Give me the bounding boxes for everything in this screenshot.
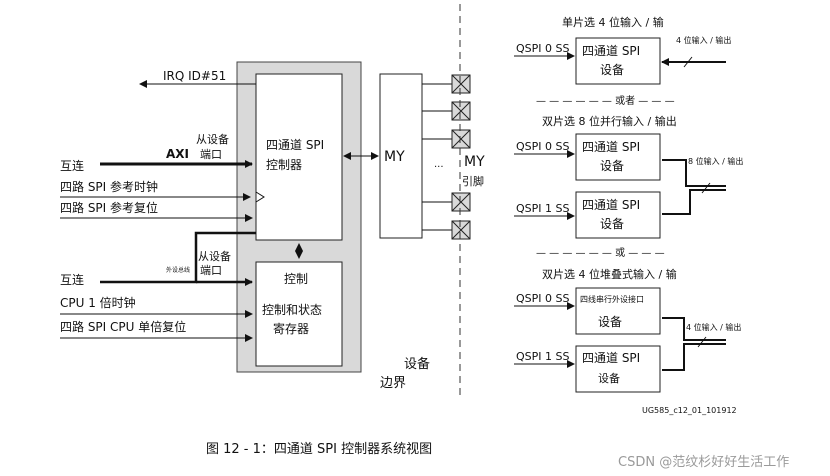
clock-input-triangle xyxy=(255,191,265,203)
figure-id: UG585_c12_01_101912 xyxy=(642,406,737,415)
sec3-bus-upper xyxy=(662,317,726,341)
pin-box-3 xyxy=(451,129,471,149)
spi-controller-label-line1: 四通道 SPI xyxy=(266,138,324,152)
sec3-device2-line2: 设备 xyxy=(598,371,620,385)
pin-box-1 xyxy=(451,74,471,94)
sec3-title: 双片选 4 位堆叠式输入 / 输 xyxy=(542,267,677,281)
sec3-device2-line1: 四通道 SPI xyxy=(582,351,640,365)
control-register-box xyxy=(255,261,343,367)
sec2-device1-line1: 四通道 SPI xyxy=(582,140,640,154)
sec3-device2-box xyxy=(575,345,661,393)
sec1-device-line2: 设备 xyxy=(600,63,624,77)
sec2-bus-label: 8 位输入 / 输出 xyxy=(688,156,743,166)
sec3-bus-slash xyxy=(697,336,707,348)
sec2-device1-box xyxy=(575,133,661,181)
device-boundary-label-line2: 边界 xyxy=(380,376,406,391)
sec1-device-box xyxy=(575,37,661,85)
mio-pin-links xyxy=(422,83,452,231)
irq-label: IRQ ID#51 xyxy=(163,69,226,83)
or-separator-1: — — — — — — 或者 — — — xyxy=(536,95,675,107)
apb-bus-path xyxy=(100,231,256,284)
sec2-ss0-label: QSPI 0 SS xyxy=(516,140,569,153)
mio-pins-label-line2: 引脚 xyxy=(462,174,484,188)
sec2-bus-lower xyxy=(662,189,726,215)
pin-box-5 xyxy=(451,220,471,240)
interconnect-top-label: 互连 xyxy=(60,158,84,173)
sec2-bus-upper xyxy=(662,159,726,187)
cpu-clock-label: CPU 1 倍时钟 xyxy=(60,295,136,310)
sec3-device1-box xyxy=(575,287,661,335)
slave-port2-line2: 端口 xyxy=(200,264,222,277)
sec2-device2-line2: 设备 xyxy=(600,217,624,231)
device-boundary-label-line1: 设备 xyxy=(404,356,430,372)
control-register-label-line1: 控制 xyxy=(284,272,308,286)
or-separator-2: — — — — — — 或 — — — xyxy=(536,247,665,259)
sec1-bus-slash xyxy=(683,56,693,68)
sec3-device1-line1: 四线串行外设接口 xyxy=(580,294,644,304)
sec1-bus-label: 4 位输入 / 输出 xyxy=(676,35,731,45)
sec2-device2-box xyxy=(575,191,661,239)
small-slave-label: 外设总线 xyxy=(166,266,190,274)
mio-ellipsis: ... xyxy=(434,159,444,170)
spi-controller-label-line2: 控制器 xyxy=(266,158,302,172)
sec3-ss1-label: QSPI 1 SS xyxy=(516,350,569,363)
sec3-bus-label: 4 位输入 / 输出 xyxy=(686,322,741,332)
sec1-device-line1: 四通道 SPI xyxy=(582,44,640,58)
slave-port2-line1: 从设备 xyxy=(198,249,231,263)
mio-box xyxy=(379,73,423,239)
sec1-ss0-label: QSPI 0 SS xyxy=(516,42,569,55)
control-register-label-line2: 控制和状态 xyxy=(262,303,322,317)
sec3-ss0-label: QSPI 0 SS xyxy=(516,292,569,305)
sec3-bus-lower xyxy=(662,343,726,371)
sec2-title: 双片选 8 位并行输入 / 输出 xyxy=(542,114,677,128)
figure-caption: 图 12 - 1：四通道 SPI 控制器系统视图 xyxy=(206,442,432,457)
watermark: CSDN @范纹杉好好生活工作 xyxy=(618,455,789,470)
pin-box-4 xyxy=(451,192,471,212)
sec1-title: 单片选 4 位输入 / 输 xyxy=(562,15,664,29)
pin-box-2 xyxy=(451,101,471,121)
axi-slave-port-line2: 端口 xyxy=(200,148,222,161)
spi-controller-box xyxy=(255,73,343,241)
control-register-label-line3: 寄存器 xyxy=(273,321,309,336)
sec2-bus-slash xyxy=(701,182,711,194)
ref-clock-label: 四路 SPI 参考时钟 xyxy=(60,179,158,194)
pin-boxes xyxy=(451,74,471,240)
ref-reset-label: 四路 SPI 参考复位 xyxy=(60,200,158,215)
cpu-reset-label: 四路 SPI CPU 单倍复位 xyxy=(60,319,186,334)
mio-box-label: MY xyxy=(384,149,405,165)
sec2-ss1-label: QSPI 1 SS xyxy=(516,202,569,215)
sec2-device1-line2: 设备 xyxy=(600,159,624,173)
sec3-device1-line2: 设备 xyxy=(598,315,622,329)
mio-pins-label-line1: MY xyxy=(464,154,485,170)
sec2-device2-line1: 四通道 SPI xyxy=(582,198,640,212)
axi-slave-port-line1: 从设备 xyxy=(196,132,229,146)
interconnect-bottom-label: 互连 xyxy=(60,272,84,287)
axi-label: AXI xyxy=(166,147,189,161)
